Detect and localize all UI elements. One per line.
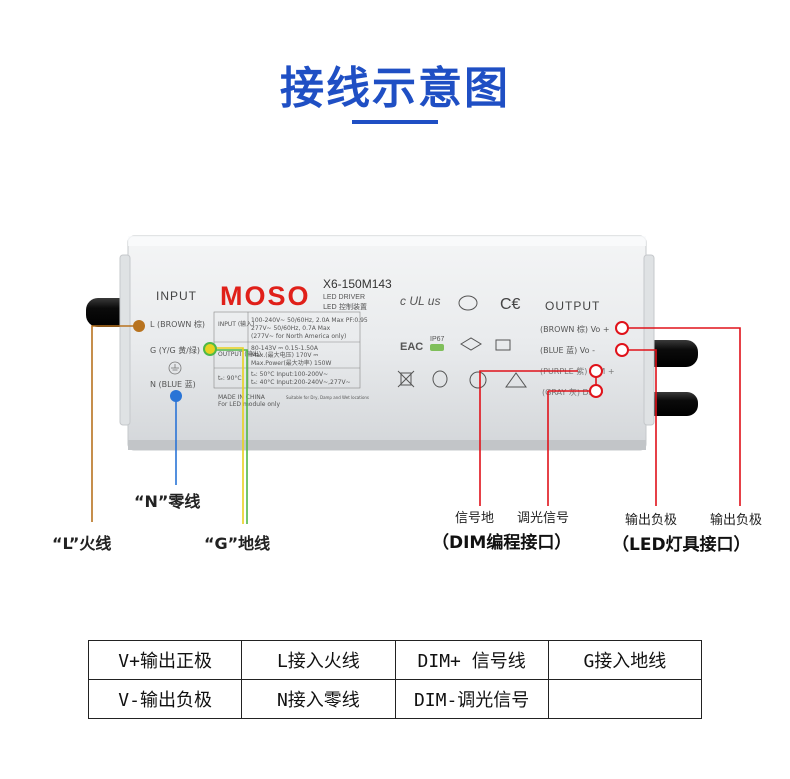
product-type-en: LED DRIVER <box>323 294 365 301</box>
legend-cell: G接入地线 <box>547 640 703 680</box>
terminal-l-dot <box>133 320 145 332</box>
face-mark-icon <box>432 370 448 388</box>
wiring-diagram: MOSO X6-150M143 LED DRIVER LED 控制装置 INPU… <box>86 235 741 524</box>
certification-marks: c UL us C€ EAC IP67 <box>397 294 527 389</box>
led-driver-housing <box>119 235 655 451</box>
legend-cell: DIM-调光信号 <box>394 679 549 719</box>
made-in-label: MADE IN CHINA <box>218 394 266 401</box>
output-negative-label-2: 输出负极 <box>710 513 763 528</box>
terminal-vminus-label: (BLUE 蓝) Vo - <box>540 345 595 355</box>
legend-cell: L接入火线 <box>241 640 396 680</box>
spec-line-7: tₐ: 50°C Input:100-200V~ <box>251 371 328 378</box>
model-number: X6-150M143 <box>323 277 392 291</box>
legend-cell: V-输出负极 <box>87 679 243 719</box>
legend-cell: DIM+ 信号线 <box>394 640 549 680</box>
signal-ground-label: 信号地 <box>455 511 495 526</box>
table-row: V-输出负极 N接入零线 DIM-调光信号 <box>87 679 703 719</box>
rohs-mark-icon <box>430 344 444 351</box>
wire-g-callout-green <box>206 349 248 524</box>
dim-signal-label: 调光信号 <box>517 511 570 526</box>
ce-mark-icon: C€ <box>500 296 521 313</box>
wiring-legend-table: V+输出正极 L接入火线 DIM+ 信号线 G接入地线 V-输出负极 N接入零线… <box>87 640 703 719</box>
output-negative-label: 输出负极 <box>625 513 678 528</box>
eac-mark-icon: EAC <box>400 341 423 353</box>
spec-line-1: 100-240V~ 50/60Hz, 2.0A Max PF:0.95 <box>251 317 368 324</box>
dim-port-label: （DIM编程接口） <box>432 533 572 553</box>
led-port-label: （LED灯具接口） <box>612 535 751 555</box>
legend-cell: V+输出正极 <box>87 640 243 680</box>
footer-text: Suitable for Dry, Damp and Wet locations <box>286 395 369 400</box>
tuv-mark-icon <box>495 339 511 351</box>
terminal-n-label: N (BLUE 蓝) <box>150 379 196 389</box>
wire-vplus-callout <box>622 327 741 506</box>
wire-l-callout <box>91 325 139 522</box>
terminal-dimminus-dot <box>589 384 603 398</box>
spec-panel: INPUT (输入) OUTPUT (输出) tₑ: 90°C 100-240V… <box>213 311 369 408</box>
wire-vminus-callout <box>622 349 657 506</box>
wire-signal-ground-callout <box>479 370 578 506</box>
title-underline <box>352 120 438 124</box>
spec-line-5: Max.(最大电压) 170V ⎓ <box>251 351 318 359</box>
terminal-dimminus-label: (GRAY 灰) DIM - <box>542 387 603 397</box>
legend-cell <box>547 679 703 719</box>
class-mark-icon <box>460 337 482 351</box>
product-type-cn: LED 控制装置 <box>323 302 367 311</box>
output-heading: OUTPUT <box>545 299 600 313</box>
ul-mark-icon: c UL us <box>400 294 440 308</box>
terminal-l-label: L (BROWN 棕) <box>150 319 205 329</box>
terminal-vminus-dot <box>615 343 629 357</box>
terminal-vplus-dot <box>615 321 629 335</box>
legend-cell: N接入零线 <box>241 679 396 719</box>
terminal-g-dot <box>203 342 217 356</box>
terminal-g-label: G (Y/G 黄/绿) <box>150 345 200 355</box>
output-tag: OUTPUT (输出) <box>218 350 261 358</box>
brand-logo: MOSO <box>220 281 311 311</box>
terminal-n-dot <box>170 390 182 402</box>
spec-line-6: Max.Power(最大功率) 150W <box>251 359 331 367</box>
terminal-dimplus-dot <box>589 364 603 378</box>
ip-rating-label: IP67 <box>430 336 445 343</box>
crossed-bin-icon <box>400 372 412 386</box>
terminal-vplus-label: (BROWN 棕) Vo + <box>540 324 610 334</box>
page-title: 接线示意图 <box>280 63 510 114</box>
table-row: V+输出正极 L接入火线 DIM+ 信号线 G接入地线 <box>87 640 703 680</box>
input-tag: INPUT (输入) <box>218 320 255 328</box>
for-led-label: For LED module only <box>218 401 280 408</box>
spec-line-2: 277V~ 50/60Hz, 0.7A Max <box>251 325 331 332</box>
lamp-mark-icon <box>469 371 487 389</box>
g-ground-label: “G”地线 <box>204 534 271 553</box>
tc-tag: tₑ: 90°C <box>218 375 242 382</box>
input-heading: INPUT <box>156 289 197 303</box>
n-zero-label: “N”零线 <box>134 492 201 511</box>
spec-line-8: tₐ: 40°C Input:200-240V~,277V~ <box>251 379 351 386</box>
l-fire-label: “L”火线 <box>52 534 112 553</box>
ccc-mark-icon <box>458 295 478 311</box>
spec-line-3: (277V~ for North America only) <box>251 333 346 340</box>
spec-line-4: 80-143V ⎓ 0.15-1.50A <box>251 345 319 352</box>
ground-symbol-icon <box>168 361 182 375</box>
temperature-mark-icon <box>505 372 527 388</box>
wire-g-callout-yellow <box>206 347 244 524</box>
